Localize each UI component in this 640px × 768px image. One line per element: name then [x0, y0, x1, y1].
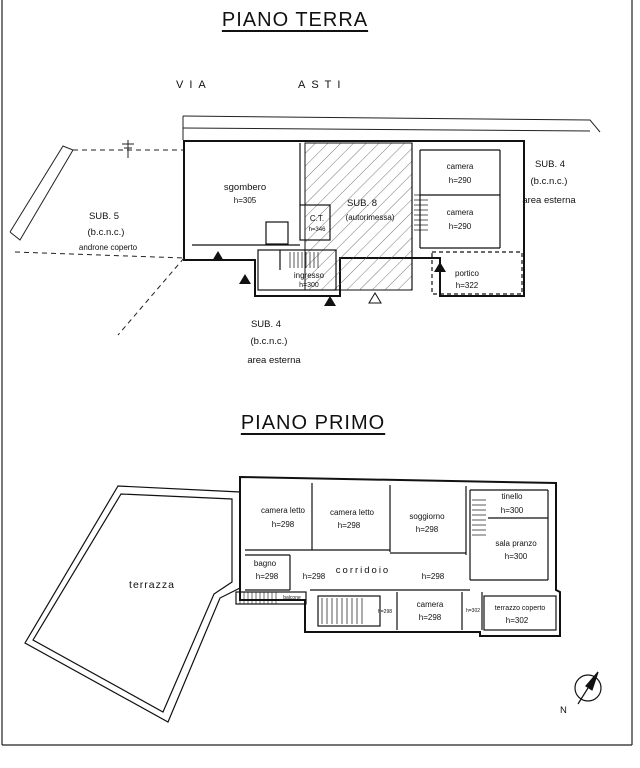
sub4-bottom-code: (b.c.n.c.): [250, 336, 288, 347]
room-height: h=300: [504, 552, 528, 561]
terrace-outline: [24, 485, 241, 723]
corridor-height-right: h=298: [421, 572, 445, 581]
room-height: h=290: [448, 176, 472, 185]
street-via-label: VIA: [176, 79, 212, 91]
sub4-right-desc: area esterna: [522, 195, 576, 206]
room-height: h=298: [415, 525, 439, 534]
room-name: camera: [446, 208, 474, 217]
street-name-label: ASTI: [298, 79, 347, 91]
room-height: h=290: [448, 222, 472, 231]
room-height: h=300: [500, 506, 524, 515]
corridor-height-left: h=298: [302, 572, 326, 581]
room-name: C.T.: [309, 214, 325, 223]
corridor-label: corridoio: [335, 565, 391, 576]
room-name: ingresso: [293, 271, 325, 280]
antenna-symbol: [122, 140, 134, 158]
sub4-right-name: SUB. 4: [534, 159, 566, 170]
compass-rose: [574, 671, 602, 705]
room-height: h=305: [233, 196, 257, 205]
room-height: h=298: [418, 613, 442, 622]
room-height: h=298: [271, 520, 295, 529]
sub5-code: (b.c.n.c.): [87, 227, 125, 238]
compass-north-label: N: [560, 705, 567, 716]
room-height: h=300: [299, 282, 319, 289]
room-height: h=298: [337, 521, 361, 530]
stair-height: h=298: [377, 609, 393, 615]
room-name: terrazzo coperto: [494, 605, 546, 612]
sub5-name: SUB. 5: [88, 211, 120, 222]
sub4-right-code: (b.c.n.c.): [530, 176, 568, 187]
sheet-frame: [1, 0, 633, 746]
title-first-floor: PIANO PRIMO: [240, 412, 386, 434]
room-name: sgombero: [223, 182, 267, 193]
sub8-name: SUB. 8: [346, 198, 378, 209]
street-wall: [182, 115, 601, 140]
room-name: bagno: [253, 559, 277, 568]
room-name: sala pranzo: [495, 539, 537, 548]
room-name: tinello: [501, 492, 523, 501]
room-name: camera: [446, 162, 474, 171]
garage-hatch: [304, 142, 413, 291]
sub4-bottom-name: SUB. 4: [250, 319, 282, 330]
room-height: h=302: [505, 616, 529, 625]
terrace-label: terrazza: [129, 579, 175, 591]
room-name: soggiorno: [409, 512, 445, 521]
title-ground-floor: PIANO TERRA: [221, 9, 369, 31]
room-height: h=298: [255, 572, 279, 581]
balcony-label: balcone: [283, 595, 301, 601]
first-floor-inner-walls: [235, 483, 557, 631]
room-name: camera letto: [329, 508, 375, 517]
room-name: camera letto: [260, 506, 306, 515]
room-name: portico: [454, 269, 480, 278]
sub5-desc: androne coperto: [78, 243, 138, 252]
room-name: camera: [416, 600, 444, 609]
entrance-markers: [212, 251, 446, 306]
sub4-bottom-desc: area esterna: [247, 355, 301, 366]
ground-floor-inner-walls: [192, 143, 523, 295]
first-floor-walls: [239, 475, 561, 637]
small-room-height: h=302: [465, 608, 481, 614]
sub5-boundary: [9, 145, 185, 336]
room-height: h=346: [308, 227, 326, 233]
sub8-desc: (autorimessa): [345, 213, 395, 222]
room-height: h=322: [455, 281, 479, 290]
